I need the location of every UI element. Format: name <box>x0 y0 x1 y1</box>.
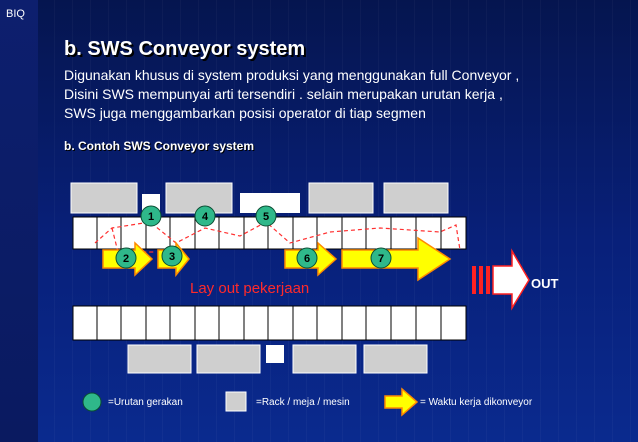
top-racks <box>70 182 449 214</box>
legend-rack-symbol <box>225 391 247 412</box>
left-band <box>0 0 38 442</box>
svg-text:7: 7 <box>378 253 384 265</box>
legend-arrow-symbol <box>384 387 419 417</box>
corner-label: BIQ <box>6 8 25 20</box>
out-label: OUT <box>531 276 559 291</box>
legend-circle-label: =Urutan gerakan <box>108 397 183 408</box>
rack <box>363 344 428 374</box>
svg-text:1: 1 <box>148 211 154 223</box>
step-circle-3: 3 <box>161 245 183 267</box>
body-line-1: Digunakan khusus di system produksi yang… <box>64 67 520 83</box>
step-circle-4: 4 <box>194 205 216 227</box>
legend-circle-symbol <box>82 392 102 412</box>
svg-text:3: 3 <box>169 251 175 263</box>
step-circles: 1 2 3 4 5 6 7 <box>115 205 392 269</box>
rack <box>292 344 357 374</box>
rack <box>266 345 284 363</box>
body-line-2: Disini SWS mempunyai arti tersendiri . s… <box>64 86 503 102</box>
rack <box>240 193 300 213</box>
step-circle-1: 1 <box>140 205 162 227</box>
lower-conveyor <box>72 305 467 341</box>
rack <box>196 344 261 374</box>
step-circle-7: 7 <box>370 247 392 269</box>
rack <box>308 182 374 214</box>
rack <box>383 182 449 214</box>
svg-text:5: 5 <box>263 211 269 223</box>
slide-title: b. SWS Conveyor system <box>64 38 306 60</box>
step-circle-5: 5 <box>255 205 277 227</box>
body-line-3: SWS juga menggambarkan posisi operator d… <box>64 105 426 121</box>
out-arrow <box>472 248 530 311</box>
step-circle-6: 6 <box>296 247 318 269</box>
bottom-racks <box>127 344 428 374</box>
rack <box>70 182 138 214</box>
layout-label: Lay out pekerjaan <box>190 280 310 297</box>
svg-text:6: 6 <box>304 253 310 265</box>
svg-text:4: 4 <box>202 211 209 223</box>
work-arrow <box>341 236 452 282</box>
step-circle-2: 2 <box>115 247 137 269</box>
rack <box>127 344 192 374</box>
diagram-subtitle: b. Contoh SWS Conveyor system <box>64 139 255 153</box>
legend-rack-label: =Rack / meja / mesin <box>256 397 350 408</box>
legend-arrow-label: = Waktu kerja dikonveyor <box>420 397 533 408</box>
svg-text:2: 2 <box>123 253 129 265</box>
